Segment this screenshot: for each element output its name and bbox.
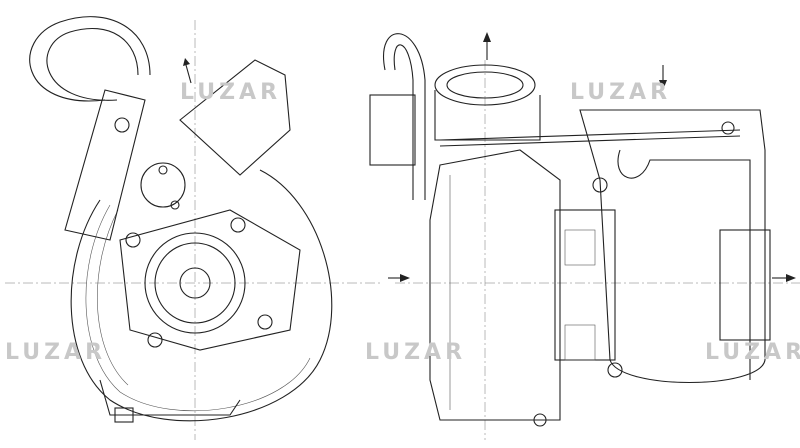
watermark-bottom-center: LUZAR xyxy=(365,340,467,365)
arrow-down-icon xyxy=(659,65,667,90)
turbine-housing xyxy=(70,169,333,422)
oil-hose-side xyxy=(383,33,426,200)
oil-port xyxy=(140,162,186,208)
wastegate-actuator xyxy=(64,89,146,241)
side-view xyxy=(369,33,771,427)
shaft-bore-outer xyxy=(144,232,246,334)
bolt-hole xyxy=(147,332,163,348)
watermark-top-left: LUZAR xyxy=(180,80,282,105)
compressor-outlet xyxy=(179,59,291,176)
arrow-right-icon xyxy=(772,274,796,282)
arrow-up-icon xyxy=(183,58,192,84)
flow-arrows xyxy=(183,32,796,282)
arrow-up-icon xyxy=(483,32,491,60)
centerlines xyxy=(5,20,800,440)
watermark-bottom-left: LUZAR xyxy=(5,340,107,365)
bolt-hole xyxy=(230,217,246,233)
bolt-hole xyxy=(257,314,273,330)
turbine-outlet xyxy=(719,229,771,341)
flange xyxy=(119,209,301,351)
actuator-rod xyxy=(439,129,741,141)
compressor-inlet xyxy=(434,64,536,106)
bolt-hole xyxy=(125,232,141,248)
compressor-housing xyxy=(429,149,561,421)
front-view xyxy=(29,16,333,423)
watermark-top-right: LUZAR xyxy=(570,80,672,105)
arrow-right-icon xyxy=(388,274,410,282)
watermark-bottom-right: LUZAR xyxy=(705,340,800,365)
oil-hose xyxy=(29,16,151,102)
actuator-side xyxy=(369,94,416,166)
